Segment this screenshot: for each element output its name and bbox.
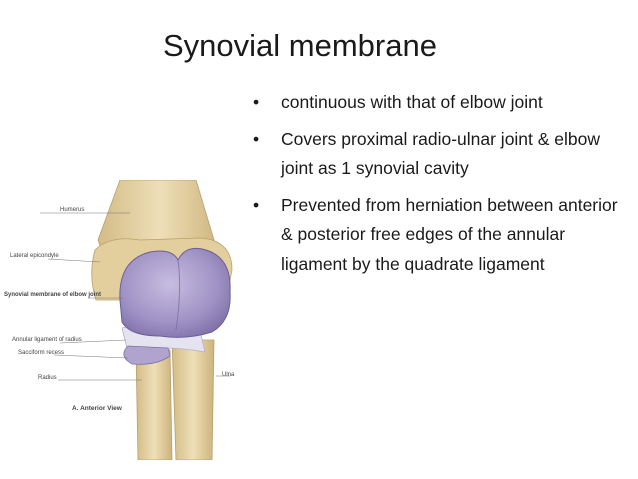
ulna-shape — [171, 339, 215, 461]
slide-title: Synovial membrane — [163, 28, 437, 63]
bullet-item: • Covers proximal radio-ulnar joint & el… — [253, 125, 623, 184]
label-radius: Radius — [38, 375, 57, 381]
bullet-marker: • — [253, 92, 260, 112]
label-ulna: Ulna — [222, 372, 235, 378]
bullet-text: continuous with that of elbow joint — [281, 92, 543, 112]
bullet-list: • continuous with that of elbow joint • … — [253, 88, 623, 286]
bullet-item: • Prevented from herniation between ante… — [253, 191, 623, 280]
bullet-marker: • — [253, 128, 260, 149]
bullet-text: Prevented from herniation between anteri… — [281, 194, 618, 274]
bullet-text: Covers proximal radio-ulnar joint & elbo… — [281, 128, 601, 179]
radius-shape — [135, 349, 173, 461]
elbow-joint-drawing — [40, 179, 233, 461]
label-sacciform-recess: Sacciform recess — [18, 350, 65, 356]
synovial-membrane-shape — [119, 247, 231, 338]
label-anterior-view: A. Anterior View — [72, 405, 122, 412]
label-annular-ligament: Annular ligament of radius — [12, 337, 82, 343]
elbow-anatomy-illustration: Humerus Lateral epicondyle Synovial memb… — [0, 179, 245, 461]
label-lateral-epicondyle: Lateral epicondyle — [10, 253, 59, 259]
label-humerus: Humerus — [60, 207, 85, 213]
label-synovial-membrane: Synovial membrane of elbow joint — [4, 292, 102, 298]
bullet-item: • continuous with that of elbow joint — [253, 88, 623, 118]
sacciform-recess-shape — [123, 345, 171, 365]
bullet-marker: • — [253, 194, 260, 215]
